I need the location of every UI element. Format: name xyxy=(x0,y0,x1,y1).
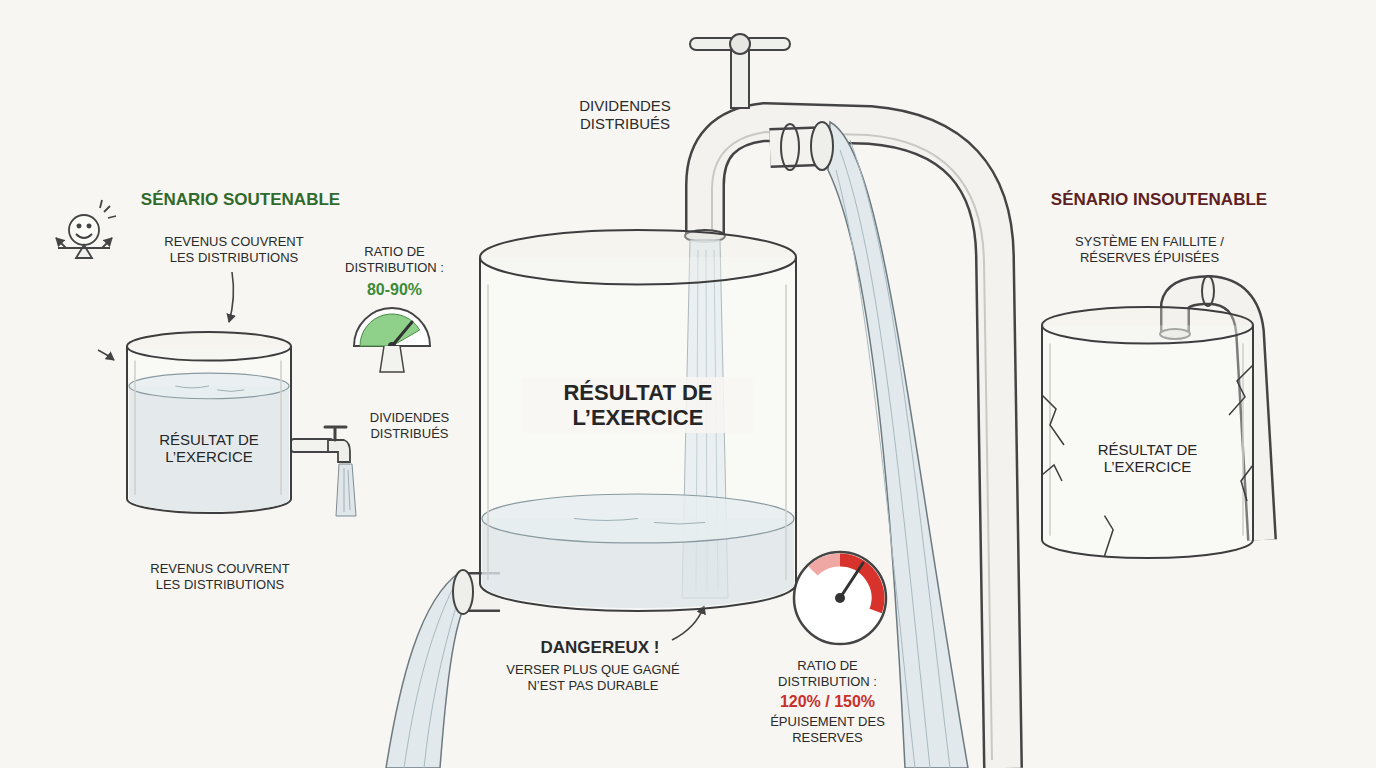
tank-node: RÉSULTAT DE L’EXERCICE xyxy=(478,228,798,613)
pointer-arrow xyxy=(98,350,114,360)
note-label: REVENUS COUVRENT LES DISTRIBUTIONS xyxy=(140,561,300,592)
tank-label: RÉSULTAT DE L’EXERCICE xyxy=(1073,441,1223,476)
pointer-arrow xyxy=(229,272,233,322)
note-label: REVENUS COUVRENT LES DISTRIBUTIONS xyxy=(155,234,313,265)
note-label: DANGEREUX ! xyxy=(515,638,685,658)
note-label: 80-90% xyxy=(332,280,457,299)
note-label: ÉPUISEMENT DES RESERVES xyxy=(765,714,890,745)
balance-smiley xyxy=(56,200,116,258)
note-label: RATIO DE DISTRIBUTION : xyxy=(332,244,457,275)
note-label: RATIO DE DISTRIBUTION : xyxy=(765,658,890,689)
note-label: DIVIDENDES DISTRIBUÉS xyxy=(352,410,467,441)
leak-stream xyxy=(386,570,500,768)
tank-label: RÉSULTAT DE L’EXERCICE xyxy=(522,377,754,434)
note-label: SYSTÈME EN FAILLITE / RÉSERVES ÉPUISÉES xyxy=(1052,234,1247,265)
tank-outline xyxy=(1040,305,1255,560)
tank-node: RÉSULTAT DE L’EXERCICE xyxy=(1040,305,1255,560)
tank-outline xyxy=(125,330,293,515)
small-tap xyxy=(291,427,356,516)
green-gauge xyxy=(354,308,430,372)
tank-node: RÉSULTAT DE L’EXERCICE xyxy=(125,330,293,515)
tank-label: RÉSULTAT DE L’EXERCICE xyxy=(134,431,284,466)
note-label: SÉNARIO INSOUTENABLE xyxy=(1028,190,1290,210)
red-gauge xyxy=(794,552,886,644)
note-label: SÉNARIO SOUTENABLE xyxy=(118,190,363,210)
note-label: VERSER PLUS QUE GAGNÉ N’EST PAS DURABLE xyxy=(494,662,692,693)
note-label: DIVIDENDES DISTRIBUÉS xyxy=(560,97,690,133)
note-label: 120% / 150% xyxy=(755,692,900,711)
